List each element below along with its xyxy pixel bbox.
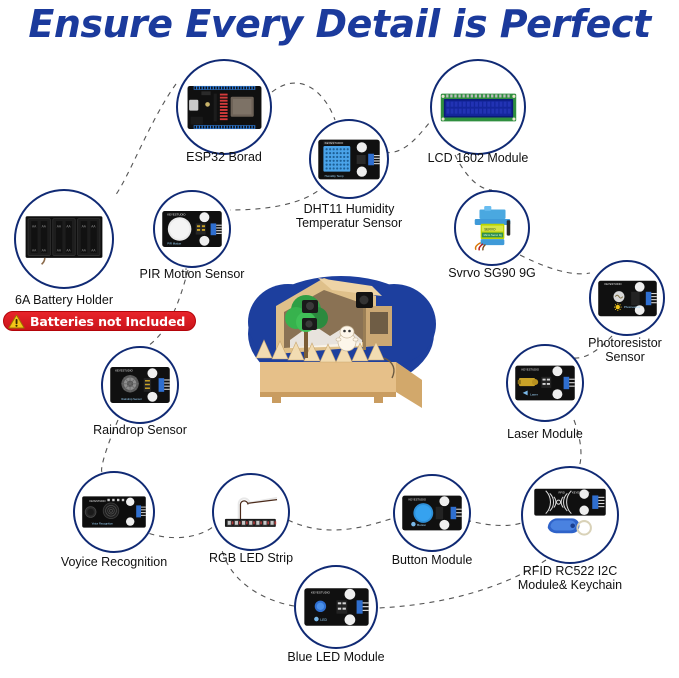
- esp32-development-board-icon: [186, 79, 263, 136]
- component-bubble-laser-module[interactable]: Laser KEYESTUDIO: [506, 344, 584, 422]
- svg-text:AA: AA: [42, 224, 47, 228]
- svg-text:AA: AA: [57, 224, 62, 228]
- aa-battery-holder-icon: AA AA AA AA AA AA AA AA AA AA AA: [24, 210, 104, 269]
- svg-text:Raindrop Sensor: Raindrop Sensor: [121, 397, 141, 401]
- photoresistor-light-module-icon: Photoresistor KEYESTUDIO: [597, 276, 658, 321]
- component-bubble-dht11-sensor[interactable]: KEYESTUDIO Humidity Temp: [309, 119, 389, 199]
- svg-text:KEYESTUDIO: KEYESTUDIO: [325, 141, 344, 145]
- svg-text:AA: AA: [91, 248, 96, 252]
- svg-text:AA: AA: [66, 224, 71, 228]
- component-label-dht11-sensor: DHT11 Humidity Temperatur Sensor: [295, 202, 403, 230]
- component-label-voice-recognition: Voyice Recognition: [60, 555, 168, 569]
- svg-text:AA: AA: [32, 224, 37, 228]
- svg-text:Humidity Temp: Humidity Temp: [325, 173, 344, 177]
- svg-text:KEYESTUDIO: KEYESTUDIO: [572, 490, 589, 494]
- raindrop-detection-module-icon: KEYESTUDIO Raindrop Sensor: [109, 362, 171, 408]
- blue-led-module-icon: LED KEYESTUDIO: [303, 582, 370, 632]
- svg-text:KEYESTUDIO: KEYESTUDIO: [408, 498, 426, 502]
- component-label-button-module: Button Module: [391, 553, 473, 567]
- component-bubble-raindrop-sensor[interactable]: KEYESTUDIO Raindrop Sensor: [101, 346, 179, 424]
- svg-text:AA: AA: [91, 224, 96, 228]
- svg-text:RFID: RFID: [559, 490, 565, 494]
- pir-motion-detector-module-icon: KEYESTUDIO PIR Motion: [161, 206, 223, 252]
- svg-text:LED: LED: [320, 618, 327, 622]
- svg-text:Photoresistor: Photoresistor: [623, 305, 640, 309]
- component-bubble-lcd-1602-module[interactable]: [430, 59, 526, 155]
- component-label-lcd-1602-module: LCD 1602 Module: [427, 151, 529, 165]
- status-badge: Batteries not Included: [3, 311, 197, 331]
- svg-text:KEYESTUDIO: KEYESTUDIO: [604, 282, 621, 286]
- svg-text:KEYESTUDIO: KEYESTUDIO: [311, 591, 331, 595]
- svg-text:AA: AA: [57, 248, 62, 252]
- dht11-temperature-humidity-module-icon: KEYESTUDIO Humidity Temp: [317, 136, 381, 183]
- svg-text:AA: AA: [42, 248, 47, 252]
- rfid-reader-with-keychain-icon: KEYESTUDIO RFID: [531, 486, 609, 544]
- component-bubble-rfid-rc522[interactable]: KEYESTUDIO RFID: [521, 466, 619, 564]
- svg-text:SERVO: SERVO: [484, 227, 496, 231]
- svg-text:KEYESTUDIO: KEYESTUDIO: [115, 368, 133, 372]
- svg-text:AA: AA: [82, 224, 87, 228]
- voice-recognition-module-icon: KEYESTUDIO Voice Recognition: [81, 488, 147, 536]
- component-bubble-pir-motion-sensor[interactable]: KEYESTUDIO PIR Motion: [153, 190, 231, 268]
- badge-label: Batteries not Included: [30, 313, 186, 329]
- svg-text:AA: AA: [66, 248, 71, 252]
- component-bubble-esp32-board[interactable]: [176, 59, 272, 155]
- hero-product-image: [246, 262, 436, 412]
- svg-text:Micro Servo 9g: Micro Servo 9g: [483, 233, 502, 237]
- svg-text:KEYESTUDIO: KEYESTUDIO: [167, 212, 186, 216]
- component-label-laser-module: Laser Module: [507, 427, 583, 441]
- micro-servo-motor-icon: SERVO Micro Servo 9g: [462, 205, 523, 251]
- component-bubble-battery-holder[interactable]: AA AA AA AA AA AA AA AA AA AA AA: [14, 189, 114, 289]
- svg-text:AA: AA: [82, 248, 87, 252]
- svg-text:KEYESTUDIO: KEYESTUDIO: [89, 500, 105, 503]
- component-label-photoresistor-sensor: Photoresistor Sensor: [588, 336, 662, 364]
- svg-text:AA: AA: [32, 248, 37, 252]
- component-label-esp32-board: ESP32 Borad: [186, 150, 262, 164]
- component-label-battery-holder: 6A Battery Holder: [15, 293, 113, 307]
- component-label-pir-motion-sensor: PIR Motion Sensor: [139, 267, 245, 281]
- component-bubble-photoresistor-sensor[interactable]: Photoresistor KEYESTUDIO: [589, 260, 665, 336]
- component-label-servo-sg90: Svrvo SG90 9G: [448, 266, 536, 280]
- lcd-1602-display-icon: [440, 79, 517, 136]
- svg-text:Button: Button: [417, 523, 426, 527]
- component-bubble-rgb-led-strip[interactable]: [212, 473, 290, 551]
- page-title: Ensure Every Detail is Perfect: [28, 2, 651, 46]
- svg-text:Laser: Laser: [530, 392, 538, 396]
- component-label-raindrop-sensor: Raindrop Sensor: [93, 423, 187, 437]
- component-label-rgb-led-strip: RGB LED Strip: [208, 551, 294, 565]
- laser-emitter-module-icon: Laser KEYESTUDIO: [514, 360, 576, 406]
- svg-text:Voice Recognition: Voice Recognition: [92, 522, 114, 526]
- svg-text:KEYESTUDIO: KEYESTUDIO: [521, 368, 539, 372]
- component-label-blue-led-module: Blue LED Module: [287, 650, 385, 664]
- component-label-rfid-rc522: RFID RC522 I2C Module& Keychain: [517, 564, 623, 592]
- warning-triangle-icon: [8, 314, 25, 328]
- svg-text:PIR Motion: PIR Motion: [167, 242, 181, 246]
- component-bubble-blue-led-module[interactable]: LED KEYESTUDIO: [294, 565, 378, 649]
- component-bubble-servo-sg90[interactable]: SERVO Micro Servo 9g: [454, 190, 530, 266]
- component-bubble-button-module[interactable]: Button KEYESTUDIO: [393, 474, 471, 552]
- component-bubble-voice-recognition[interactable]: KEYESTUDIO Voice Recognition: [73, 471, 155, 553]
- rgb-led-strip-icon: [220, 489, 282, 535]
- push-button-module-icon: Button KEYESTUDIO: [401, 490, 463, 536]
